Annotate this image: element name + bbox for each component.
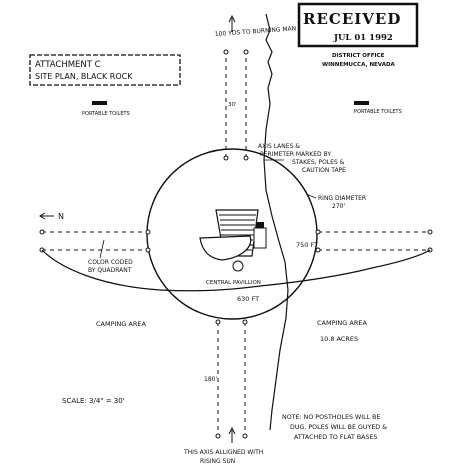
stamp-date: JUL 01 1992 xyxy=(333,33,393,43)
title-box xyxy=(29,54,181,86)
axis-lanes xyxy=(42,50,430,436)
distance-180-label: 180' xyxy=(204,376,217,383)
title-block: ATTACHMENT C SITE PLAN, BLACK ROCK xyxy=(29,54,181,86)
color-coded-text-1: COLOR CODED xyxy=(88,259,133,266)
ring-diameter-leader xyxy=(305,193,317,199)
note-line-2: DUG. POLES WILL BE GUYED & xyxy=(290,424,387,431)
axis-lanes-text-3: STAKES, POLES & xyxy=(292,159,345,166)
axis-lanes-text-2: PERIMETER MARKED BY xyxy=(260,151,331,158)
pavilion-tower xyxy=(253,227,267,249)
burning-man-arrowhead xyxy=(228,14,236,23)
color-coded-leader xyxy=(99,239,105,259)
ring-diameter-text-1: RING DIAMETER xyxy=(318,195,366,202)
stamp-border xyxy=(297,2,419,48)
stake-n2 xyxy=(243,49,249,55)
toilet-icon-left xyxy=(92,101,107,105)
axis-lanes-text-1: AXIS LANES & xyxy=(258,143,300,150)
stake-s1 xyxy=(215,319,221,325)
pavilion-wheel xyxy=(232,260,244,272)
stamp-received-text: RECEIVED xyxy=(303,10,401,28)
ring-diameter-text-2: 270' xyxy=(332,203,345,210)
rising-sun-text-1: THIS AXIS ALLIGNED WITH xyxy=(183,449,263,456)
scale-label: SCALE: 3/4" = 30' xyxy=(62,397,125,405)
rising-sun-note: THIS AXIS ALLIGNED WITH RISING SUN xyxy=(183,426,263,465)
title-line-1: ATTACHMENT C xyxy=(35,60,101,70)
axis-lanes-note: AXIS LANES & PERIMETER MARKED BY STAKES,… xyxy=(258,143,346,174)
stake-s2 xyxy=(242,319,248,325)
toilet-icon-right xyxy=(354,101,369,105)
note-line-1: NOTE: NO POSTHOLES WILL BE xyxy=(282,414,380,421)
stake-s3 xyxy=(215,433,221,439)
stake-n1 xyxy=(223,49,229,55)
pavilion-tower-cap xyxy=(256,222,264,228)
camping-area-right-acres: 10.8 ACRES xyxy=(320,335,358,343)
color-coded-text-2: BY QUADRANT xyxy=(88,267,132,274)
stamp-city: WINNEMUCCA, NEVADA xyxy=(322,62,396,68)
rising-sun-text-2: RISING SUN xyxy=(200,458,235,465)
stake-s4 xyxy=(242,433,248,439)
distance-30-label: 30' xyxy=(228,102,237,108)
stake-n3 xyxy=(223,155,229,161)
received-stamp: RECEIVED JUL 01 1992 DISTRICT OFFICE WIN… xyxy=(297,2,419,68)
toilets-left: PORTABLE TOILETS xyxy=(82,101,130,117)
camping-area-left-label: CAMPING AREA xyxy=(96,320,146,328)
central-pavilion: CENTRAL PAVILLION xyxy=(199,209,267,286)
distance-750-label: 750 FT xyxy=(296,241,318,249)
burning-man-label: 100 YDS TO BURNING MAN xyxy=(215,25,297,38)
color-coded-note: COLOR CODED BY QUADRANT xyxy=(88,239,133,274)
trail-750ft xyxy=(263,13,289,431)
stamp-office: DISTRICT OFFICE xyxy=(332,53,385,59)
stake-e1 xyxy=(315,229,321,235)
camping-area-right-label: CAMPING AREA xyxy=(317,319,367,327)
stake-n4 xyxy=(243,155,249,161)
stake-e2 xyxy=(315,247,321,253)
north-arrow-head xyxy=(39,212,46,220)
central-pavilion-label: CENTRAL PAVILLION xyxy=(206,280,261,286)
note-line-3: ATTACHED TO FLAT BASES xyxy=(294,434,377,441)
camping-area-right: CAMPING AREA 10.8 ACRES xyxy=(317,319,367,343)
north-arrow: N xyxy=(39,212,64,221)
rising-sun-arrowhead xyxy=(228,426,236,435)
note-block: NOTE: NO POSTHOLES WILL BE DUG. POLES WI… xyxy=(282,414,387,441)
north-arrow-label: N xyxy=(58,212,64,221)
pavilion-base xyxy=(199,235,252,261)
toilets-right-label: PORTABLE TOILETS xyxy=(354,109,402,115)
toilets-right: PORTABLE TOILETS xyxy=(354,101,402,115)
distance-630-label: 630 FT xyxy=(237,295,259,303)
trail-630ft xyxy=(41,249,431,292)
stake-w3 xyxy=(145,229,151,235)
stake-w4 xyxy=(145,247,151,253)
axis-lanes-text-4: CAUTION TAPE xyxy=(302,167,346,174)
ring-diameter-note: RING DIAMETER 270' xyxy=(305,193,366,210)
stake-w1 xyxy=(39,229,45,235)
toilets-left-label: PORTABLE TOILETS xyxy=(82,111,130,117)
stake-e3 xyxy=(427,229,433,235)
title-line-2: SITE PLAN, BLACK ROCK xyxy=(35,72,133,81)
stake-markers xyxy=(39,49,433,439)
